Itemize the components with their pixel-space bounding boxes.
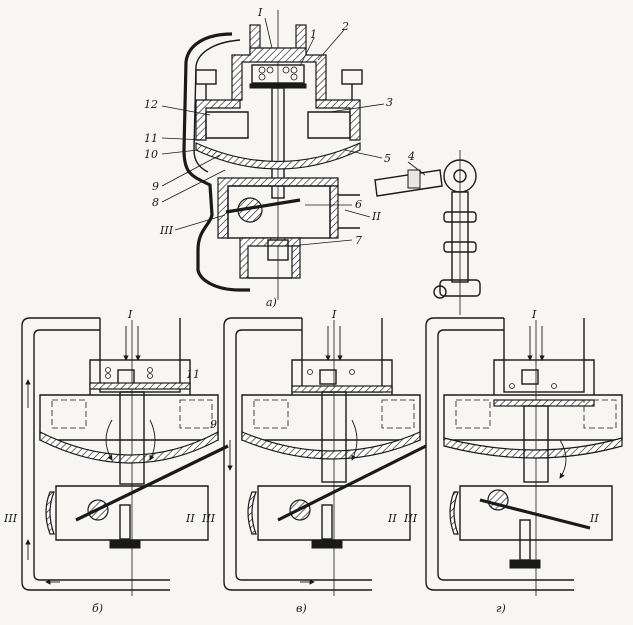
part-label-12: 12 xyxy=(144,98,158,111)
part-label-2: 2 xyxy=(341,20,349,33)
panel-b-label-II: II xyxy=(185,512,195,525)
chamber-label-II: II xyxy=(371,210,381,223)
caption-a: а) xyxy=(266,296,277,309)
top-leaders xyxy=(161,17,426,246)
part-label-4: 4 xyxy=(407,150,415,163)
part-label-9: 9 xyxy=(152,180,159,193)
panel-g-label-III: III xyxy=(403,512,418,525)
caption-b: б) xyxy=(92,602,103,615)
panel-g-label-I: I xyxy=(531,308,537,321)
panel-v xyxy=(223,317,427,596)
panel-labels: I II III 11 9 б) I II III в) I II III г) xyxy=(3,308,599,615)
panel-v-label-I: I xyxy=(331,308,337,321)
caption-v: в) xyxy=(296,602,307,615)
part-label-7: 7 xyxy=(355,234,362,247)
part-label-8: 8 xyxy=(152,196,159,209)
part-label-5: 5 xyxy=(384,152,391,165)
part-label-3: 3 xyxy=(386,96,393,109)
top-assembly xyxy=(182,10,481,315)
part-label-11: 11 xyxy=(144,132,158,145)
panel-v-label-II: II xyxy=(387,512,397,525)
panel-b-label-III: III xyxy=(3,512,18,525)
chamber-label-I: I xyxy=(257,6,263,19)
top-labels: I 1 2 3 4 5 6 7 8 9 10 11 12 II III а) xyxy=(144,6,415,309)
part-label-10: 10 xyxy=(144,148,158,161)
part-label-6: 6 xyxy=(355,198,362,211)
caption-g: г) xyxy=(496,602,506,615)
chamber-label-III: III xyxy=(159,224,174,237)
panel-v-label-III: III xyxy=(201,512,216,525)
panel-g xyxy=(425,317,623,596)
panel-b-label-I: I xyxy=(127,308,133,321)
panel-b xyxy=(21,317,229,596)
panel-b-label-11: 11 xyxy=(186,368,200,381)
part-label-1: 1 xyxy=(310,28,317,41)
panel-g-label-II: II xyxy=(589,512,599,525)
panel-b-label-9: 9 xyxy=(210,418,217,431)
